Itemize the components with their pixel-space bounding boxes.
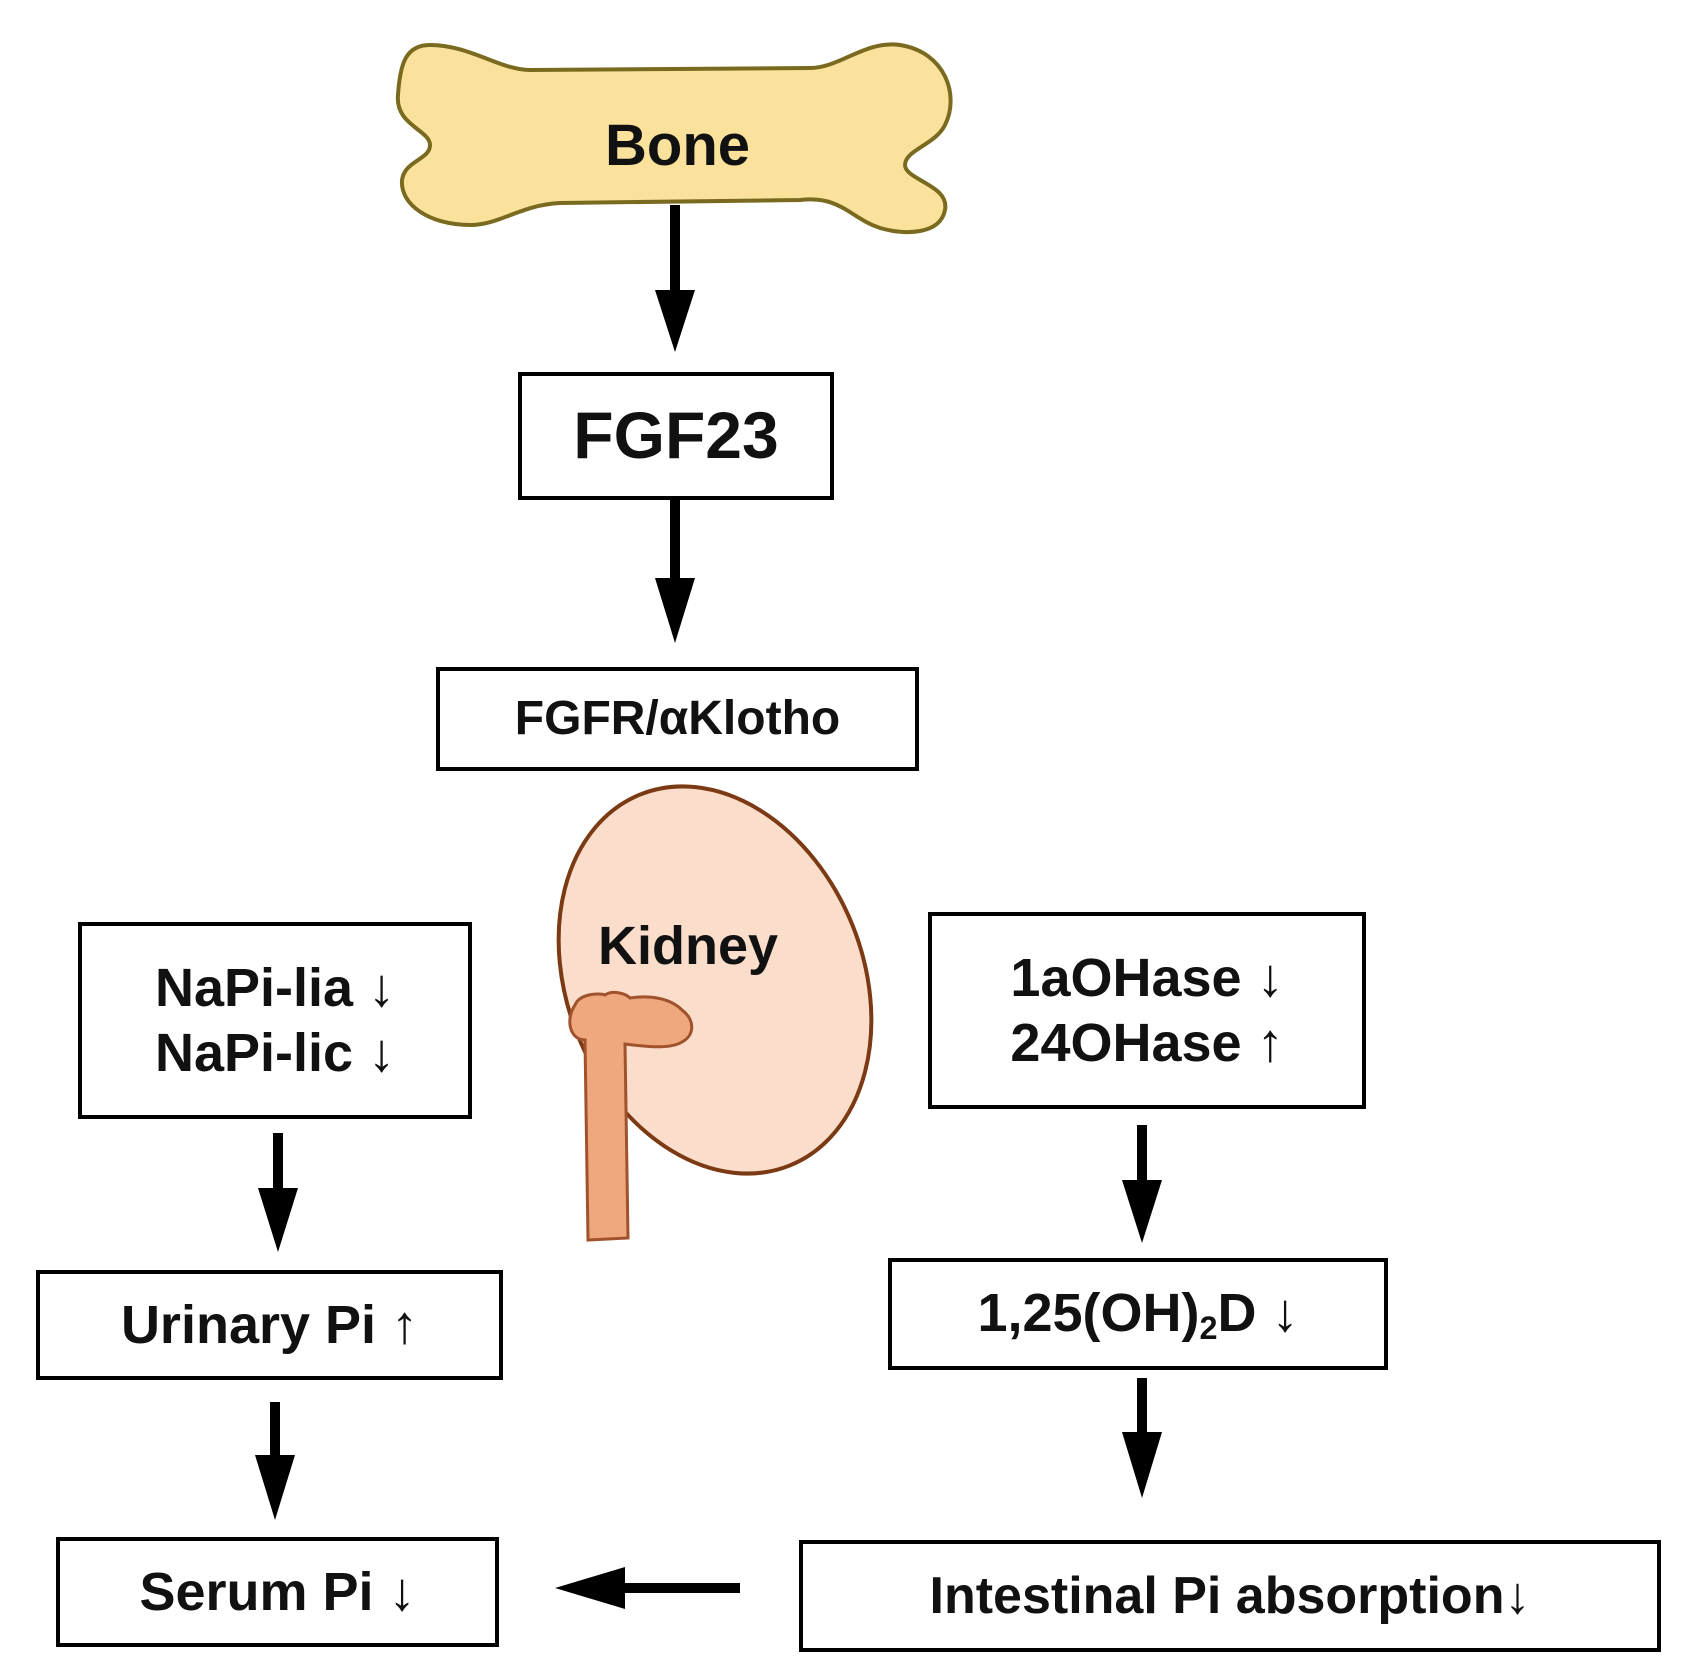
urinary-pi-box: Urinary Pi ↑ — [36, 1270, 503, 1380]
24-hydroxylase-label: 24OHase ↑ — [1010, 1012, 1284, 1073]
arrows — [255, 205, 1162, 1609]
1a-hydroxylase-label: 1aOHase ↓ — [1010, 947, 1284, 1008]
vitd-box: 1,25(OH)2D ↓ — [888, 1258, 1388, 1370]
fgf23-box: FGF23 — [518, 372, 834, 500]
arrow-intestinal-to-serum — [555, 1567, 740, 1609]
arrow-urinary-to-serum — [255, 1402, 295, 1520]
ureter-shape — [568, 990, 694, 1242]
serum-pi-label: Serum Pi ↓ — [139, 1561, 416, 1622]
napi-box: NaPi-lia ↓ NaPi-lic ↓ — [78, 922, 472, 1119]
intestinal-label: Intestinal Pi absorption↓ — [929, 1566, 1531, 1625]
napi-iic-label: NaPi-lic ↓ — [154, 1022, 396, 1083]
serum-pi-box: Serum Pi ↓ — [56, 1537, 499, 1647]
bone-label: Bone — [605, 113, 750, 178]
arrow-vitd-to-intestinal — [1122, 1378, 1162, 1498]
urinary-pi-label: Urinary Pi ↑ — [120, 1294, 419, 1355]
arrow-hydroxylase-to-vitd — [1122, 1125, 1162, 1243]
arrow-fgf23-to-receptor — [655, 500, 695, 643]
arrow-bone-to-fgf23 — [655, 205, 695, 352]
receptor-box: FGFR/αKlotho — [436, 667, 919, 771]
vitd-tail-text: D ↓ — [1217, 1282, 1299, 1343]
kidney-label: Kidney — [598, 916, 779, 976]
kidney-shape — [556, 784, 874, 1176]
fgf23-label: FGF23 — [573, 398, 779, 473]
vitd-label: 1,25(OH)2D ↓ — [977, 1281, 1298, 1348]
napi-iia-label: NaPi-lia ↓ — [154, 957, 396, 1018]
receptor-label: FGFR/αKlotho — [514, 692, 841, 746]
vitd-main-text: 1,25(OH) — [977, 1282, 1200, 1343]
vitd-subscript: 2 — [1199, 1309, 1218, 1346]
hydroxylase-box: 1aOHase ↓ 24OHase ↑ — [928, 912, 1366, 1109]
bone-shape — [395, 42, 953, 234]
arrow-napi-to-urinary — [258, 1133, 298, 1252]
intestinal-box: Intestinal Pi absorption↓ — [799, 1540, 1661, 1652]
